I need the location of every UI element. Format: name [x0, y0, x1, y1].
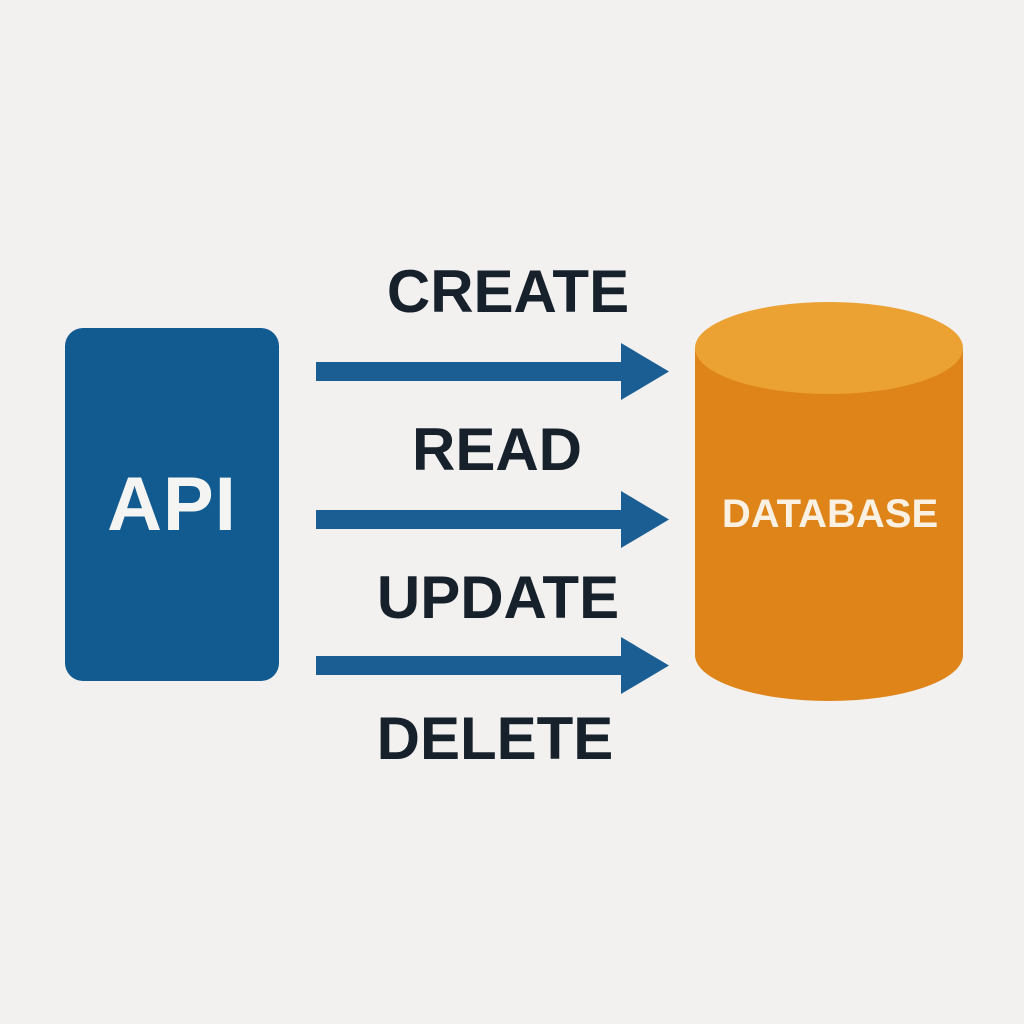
- op-label-delete: DELETE: [376, 705, 614, 772]
- api-label: API: [107, 462, 237, 547]
- arrow-update: [316, 637, 669, 694]
- database-cylinder: [695, 302, 963, 701]
- op-label-update: UPDATE: [376, 564, 620, 631]
- database-label: DATABASE: [721, 492, 939, 536]
- arrow-read: [316, 491, 669, 548]
- op-label-read: READ: [411, 416, 582, 483]
- api-box: API: [65, 328, 279, 681]
- op-label-create: CREATE: [386, 258, 630, 325]
- arrow-create: [316, 343, 669, 400]
